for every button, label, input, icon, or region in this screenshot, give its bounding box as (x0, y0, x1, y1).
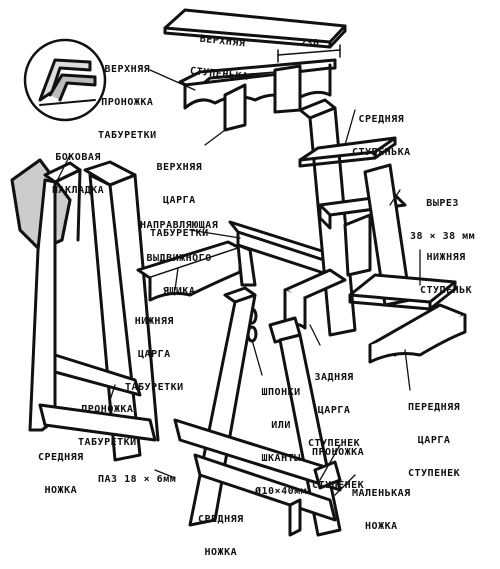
label-dowel-line1: ШПОНКИ (261, 387, 301, 398)
label-dim-230: 230 (300, 38, 320, 49)
label-middle-leg-left: СРЕДНЯЯ НОЖКА (38, 430, 84, 507)
middle-step-board (298, 136, 397, 168)
label-middle-step-line1: СРЕДНЯЯ (358, 114, 405, 125)
label-front-rail-line1: ПЕРЕДНЯЯ (408, 402, 461, 413)
right-frame-posts (343, 163, 412, 307)
label-drawer-guide-line3: ЯЩИКА (162, 286, 196, 297)
label-cutout-line2: 38 × 38 мм (410, 231, 476, 242)
label-bottom-step: НИЖНЯЯ СТУПЕНЬК (420, 230, 472, 307)
label-bottom-step-line1: НИЖНЯЯ (426, 252, 466, 263)
label-back-rail-line1: ЗАДНЯЯ (314, 372, 354, 383)
bottom-step-board (348, 273, 457, 311)
label-top-rail-line2: ЦАРГА (163, 195, 196, 206)
label-front-rail-line3: СТУПЕНЕК (408, 468, 461, 479)
label-dowel-line2: ИЛИ (271, 420, 291, 431)
label-cutout: ВЫРЕЗ 38 × 38 мм (410, 176, 475, 253)
label-top-stretcher-line3: ТАБУРЕТКИ (98, 130, 157, 141)
label-small-leg: МАЛЕНЬКАЯ НОЖКА (352, 466, 411, 543)
stool-bottom-stretcher (38, 353, 157, 442)
label-top-step-line1: ВЕРХНЯЯ (199, 33, 246, 50)
label-steps-stretcher-line2: СТУПЕНЕК (312, 480, 365, 491)
label-top-step: ВЕРХНЯЯ СТУПЕНЬКА (188, 11, 254, 94)
left-stool-leg (28, 161, 82, 432)
label-steps-stretcher: ПРОНОЖКА СТУПЕНЕК (312, 425, 364, 502)
label-middle-leg-bottom-line2: НОЖКА (204, 547, 238, 558)
label-side-overlay-line1: БОКОВАЯ (55, 152, 101, 163)
label-dowel: ШПОНКИ ИЛИ ШКАНТЫ Ø10×40мм (255, 365, 307, 508)
label-top-step-line2: СТУПЕНЬКА (189, 65, 249, 83)
label-back-rail-line2: ЦАРГА (317, 405, 351, 416)
label-middle-leg-bottom: СРЕДНЯЯ НОЖКА (198, 492, 244, 569)
top-step-board (163, 8, 347, 49)
label-middle-leg-left-line1: СРЕДНЯЯ (38, 452, 84, 463)
diagram-drawing (10, 8, 467, 537)
label-middle-step: СРЕДНЯЯ СТУПЕНЬКА (352, 92, 411, 169)
label-stool-stretcher-line1: ПРОНОЖКА (81, 404, 134, 415)
label-bottom-rail: НИЖНЯЯ ЦАРГА ТАБУРЕТКИ (125, 294, 184, 404)
exploded-assembly-diagram: ВЕРХНЯЯ СТУПЕНЬКА ВЕРХНЯЯ ПРОНОЖКА ТАБУР… (10, 8, 475, 558)
label-stool-stretcher-line2: ТАБУРЕТКИ (78, 437, 137, 448)
label-drawer-guide-line2: ВЫДВИЖНОГО (146, 253, 212, 264)
label-small-leg-line1: МАЛЕНЬКАЯ (352, 488, 411, 499)
label-top-rail-line1: ВЕРХНЯЯ (156, 162, 203, 173)
label-back-rail: ЗАДНЯЯ ЦАРГА СТУПЕНЕК (308, 350, 360, 460)
label-cutout-line1: ВЫРЕЗ (426, 198, 459, 209)
label-dowel-line3: ШКАНТЫ (261, 453, 301, 464)
label-back-rail-line3: СТУПЕНЕК (308, 438, 361, 449)
label-middle-leg-left-line2: НОЖКА (44, 485, 78, 496)
label-dowel-line4: Ø10×40мм (255, 486, 308, 497)
label-middle-step-line2: СТУПЕНЬКА (352, 147, 411, 158)
joint-detail-inset (23, 38, 107, 122)
label-drawer-guide: НАПРАВЛЯЮЩАЯ ВЫДВИЖНОГО ЯЩИКА (140, 198, 218, 308)
front-step-rail (368, 303, 467, 364)
label-top-rail: ВЕРХНЯЯ ЦАРГА ТАБУРЕТКИ (150, 140, 209, 250)
label-side-overlay: БОКОВАЯ НАКЛАДКА (52, 130, 104, 207)
label-top-stretcher: ВЕРХНЯЯ ПРОНОЖКА ТАБУРЕТКИ (98, 42, 157, 152)
label-small-leg-line2: НОЖКА (365, 521, 398, 532)
label-side-overlay-line2: НАКЛАДКА (52, 185, 105, 196)
dimension-230-line (277, 44, 341, 63)
label-stool-stretcher: ПРОНОЖКА ТАБУРЕТКИ (78, 382, 137, 459)
front-lower-assembly (173, 286, 342, 537)
label-drawer-guide-line1: НАПРАВЛЯЮЩАЯ (140, 220, 219, 231)
label-top-stretcher-line1: ВЕРХНЯЯ (104, 64, 151, 75)
label-front-rail-line2: ЦАРГА (417, 435, 451, 446)
label-front-rail: ПЕРЕДНЯЯ ЦАРГА СТУПЕНЕК (408, 380, 460, 490)
label-top-rail-line3: ТАБУРЕТКИ (150, 228, 209, 239)
leader-lines (54, 69, 421, 496)
label-top-stretcher-line2: ПРОНОЖКА (101, 97, 154, 108)
label-bottom-rail-line2: ЦАРГА (138, 349, 171, 360)
label-middle-leg-bottom-line1: СРЕДНЯЯ (198, 514, 244, 525)
label-bottom-step-line2: СТУПЕНЬК (420, 285, 473, 296)
label-steps-stretcher-line1: ПРОНОЖКА (312, 447, 365, 458)
label-bottom-rail-line1: НИЖНЯЯ (134, 316, 174, 327)
label-groove: ПАЗ 18 × 6мм (98, 474, 177, 485)
bottom-rail-stool (136, 240, 242, 302)
label-bottom-rail-line3: ТАБУРЕТКИ (125, 382, 184, 393)
